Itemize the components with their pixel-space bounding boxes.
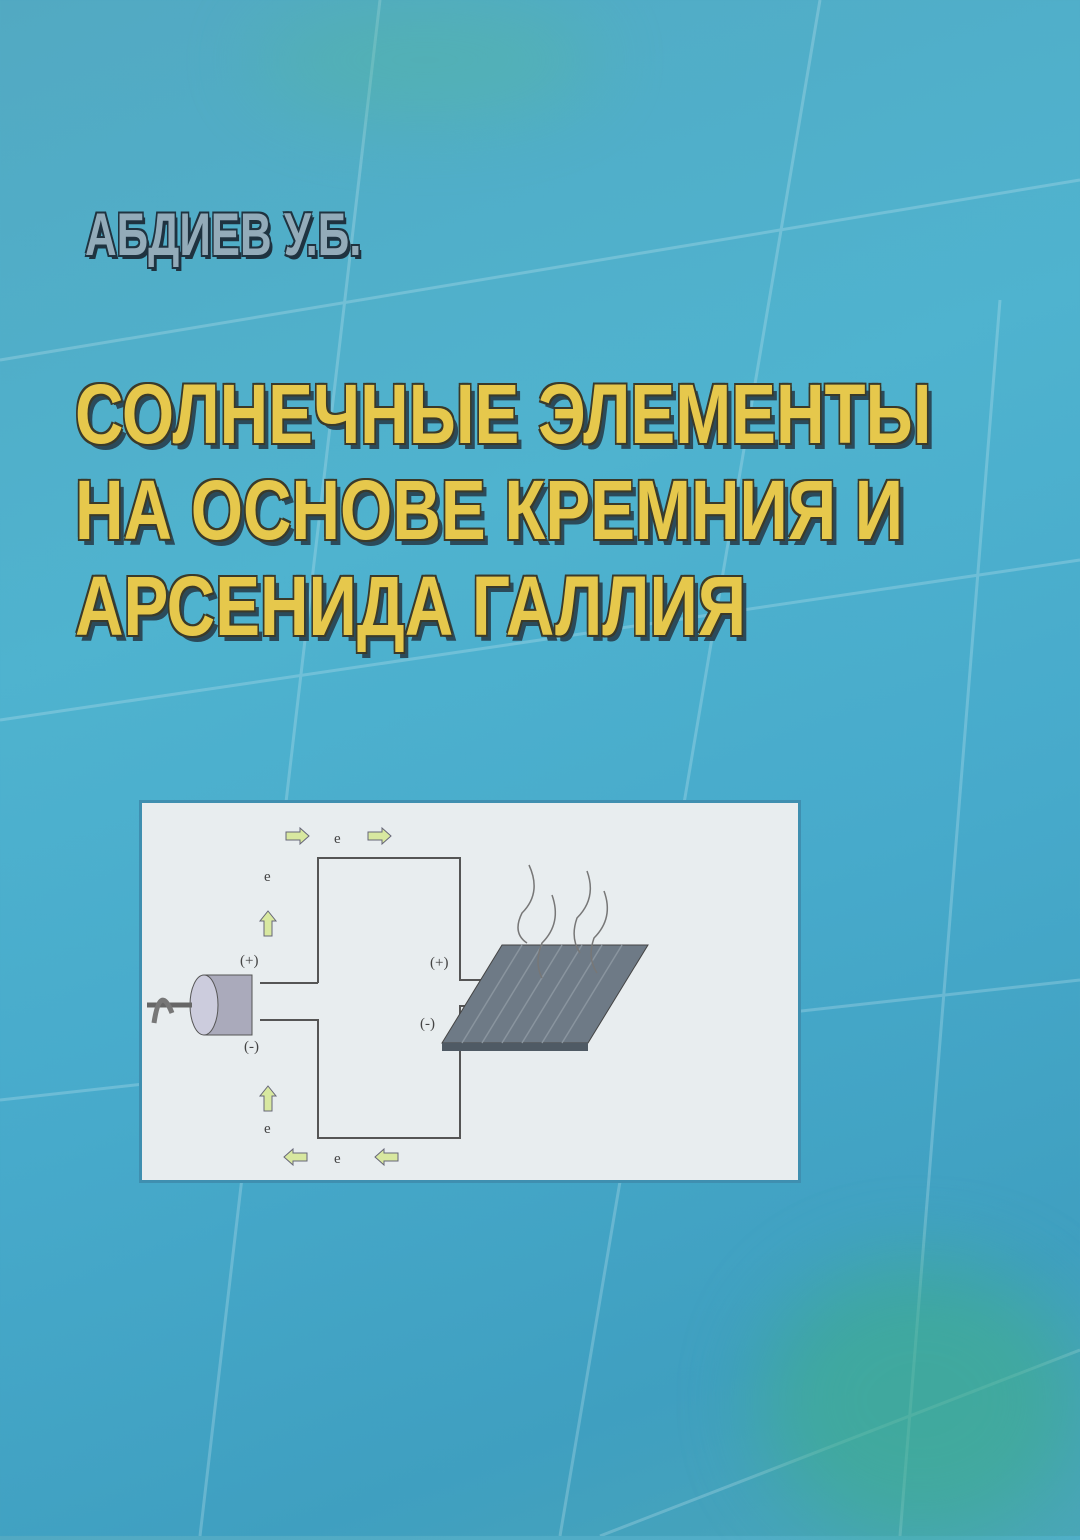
title-line-2: НА ОСНОВЕ КРЕМНИЯ И [75, 463, 904, 557]
arrow-right-icon [367, 826, 392, 846]
author-name: АБДИЕВ У.Б. [85, 201, 362, 268]
electron-label-top: e [334, 831, 341, 847]
panel-plus-label: (+) [430, 955, 448, 971]
tree-glow [760, 1260, 1080, 1540]
circuit-diagram: e e e e (+) (-) (+) (-) [142, 803, 798, 1180]
arrow-up-icon [258, 1085, 278, 1112]
title-line-3: АРСЕНИДА ГАЛЛИЯ [75, 559, 747, 653]
generator-minus-label: (-) [244, 1039, 259, 1055]
arrow-left-icon [283, 1147, 308, 1167]
electron-arrows [258, 826, 399, 1167]
arrow-up-icon [258, 910, 278, 937]
electron-label-left-bottom: e [264, 1121, 271, 1137]
arrow-left-icon [374, 1147, 399, 1167]
generator-icon [147, 974, 253, 1036]
heat-waves-icon [517, 864, 609, 979]
electron-label-left-top: e [264, 869, 271, 885]
arrow-right-icon [285, 826, 310, 846]
electron-label-bottom: e [334, 1151, 341, 1167]
title-line-1: СОЛНЕЧНЫЕ ЭЛЕМЕНТЫ [75, 367, 932, 461]
solar-panel-icon [441, 944, 649, 1051]
generator-plus-label: (+) [240, 953, 258, 969]
panel-minus-label: (-) [420, 1016, 435, 1032]
tree-glow-top [250, 0, 600, 120]
